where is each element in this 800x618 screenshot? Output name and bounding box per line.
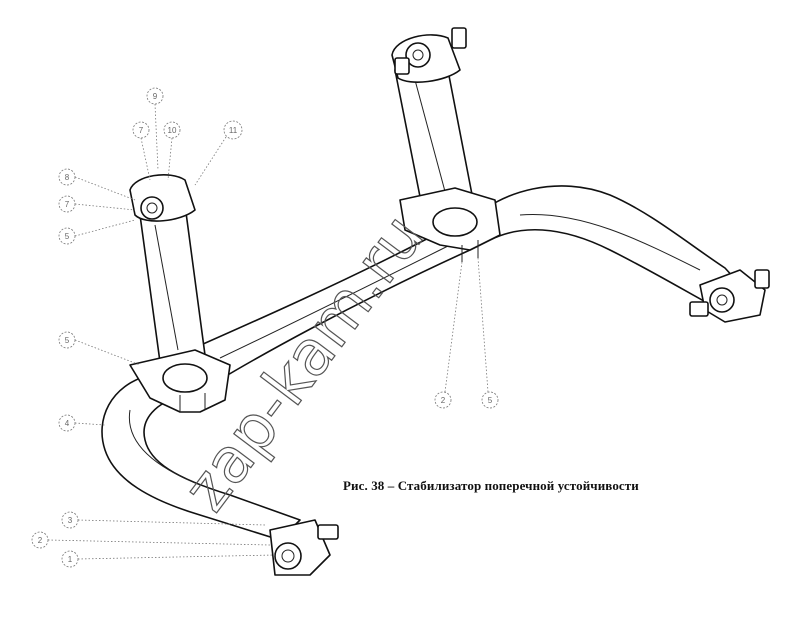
callout-5-bracket: 5 xyxy=(58,331,141,366)
stabilizer-front-arm xyxy=(101,374,301,541)
svg-text:2: 2 xyxy=(38,536,43,545)
svg-text:10: 10 xyxy=(168,126,177,135)
callout-4: 4 xyxy=(58,414,106,432)
callout-1: 1 xyxy=(61,550,276,568)
svg-text:5: 5 xyxy=(65,232,70,241)
right-bracket xyxy=(399,187,501,262)
callout-5-right: 5 xyxy=(477,257,499,409)
front-end-fitting xyxy=(269,519,339,576)
left-bracket xyxy=(129,349,231,413)
svg-text:7: 7 xyxy=(65,200,70,209)
callout-9: 9 xyxy=(146,87,164,171)
callout-5-left-upper: 5 xyxy=(58,219,136,245)
svg-text:2: 2 xyxy=(441,396,446,405)
svg-text:11: 11 xyxy=(229,126,238,135)
callout-11: 11 xyxy=(194,120,243,186)
svg-text:9: 9 xyxy=(153,92,158,101)
callout-7-top: 7 xyxy=(132,121,151,181)
svg-text:4: 4 xyxy=(65,419,70,428)
rear-end-fitting xyxy=(689,269,770,323)
svg-text:7: 7 xyxy=(139,126,144,135)
callout-2-right: 2 xyxy=(434,261,463,409)
callout-10: 10 xyxy=(163,121,181,181)
right-link-rod xyxy=(391,27,476,223)
svg-text:5: 5 xyxy=(65,336,70,345)
callout-7-left: 7 xyxy=(58,195,136,213)
callout-8: 8 xyxy=(58,168,136,201)
svg-text:5: 5 xyxy=(488,396,493,405)
svg-text:8: 8 xyxy=(65,173,70,182)
callout-2: 2 xyxy=(31,531,271,549)
figure-caption: Рис. 38 – Стабилизатор поперечной устойч… xyxy=(343,478,639,493)
svg-text:3: 3 xyxy=(68,516,73,525)
callout-3: 3 xyxy=(61,511,266,529)
svg-text:1: 1 xyxy=(68,555,73,564)
left-link-rod xyxy=(129,174,206,363)
